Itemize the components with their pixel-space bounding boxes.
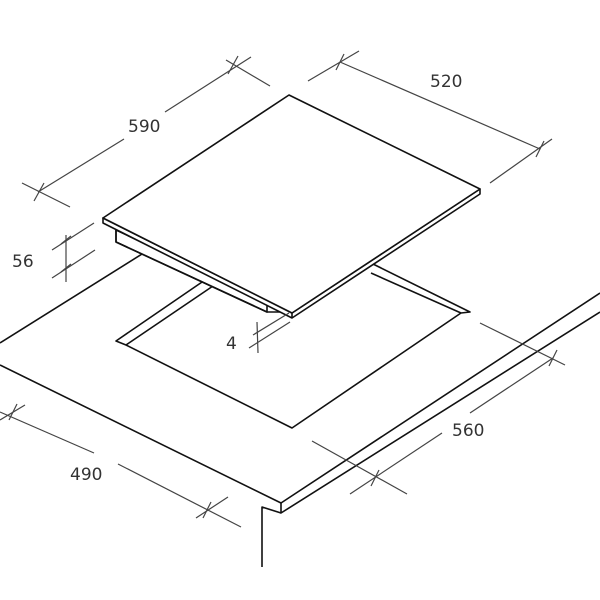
dimension-56: 56 [12, 222, 96, 282]
dimension-label-520: 520 [430, 72, 462, 92]
cutout-inner-left-lip [125, 285, 214, 346]
dimension-590: 590 [21, 55, 271, 208]
dimension-490: 490 [0, 403, 242, 528]
hob [102, 94, 481, 319]
dimension-label-560: 560 [452, 421, 484, 441]
dimension-label-56: 56 [12, 252, 34, 272]
dimension-4: 4 [226, 312, 291, 354]
cabinet-side [261, 506, 282, 567]
countertop-back-left-edge [0, 248, 151, 344]
countertop [0, 248, 600, 567]
cutout-inner-right-lip [370, 272, 462, 314]
cutout [115, 263, 471, 429]
dimension-label-4: 4 [226, 334, 237, 354]
cutout-outline [115, 263, 471, 429]
dimension-520: 520 [307, 50, 553, 184]
countertop-thickness-edge [280, 311, 600, 514]
dimension-560: 560 [311, 322, 566, 495]
dimension-label-490: 490 [70, 465, 102, 485]
dimension-label-590: 590 [128, 117, 160, 137]
